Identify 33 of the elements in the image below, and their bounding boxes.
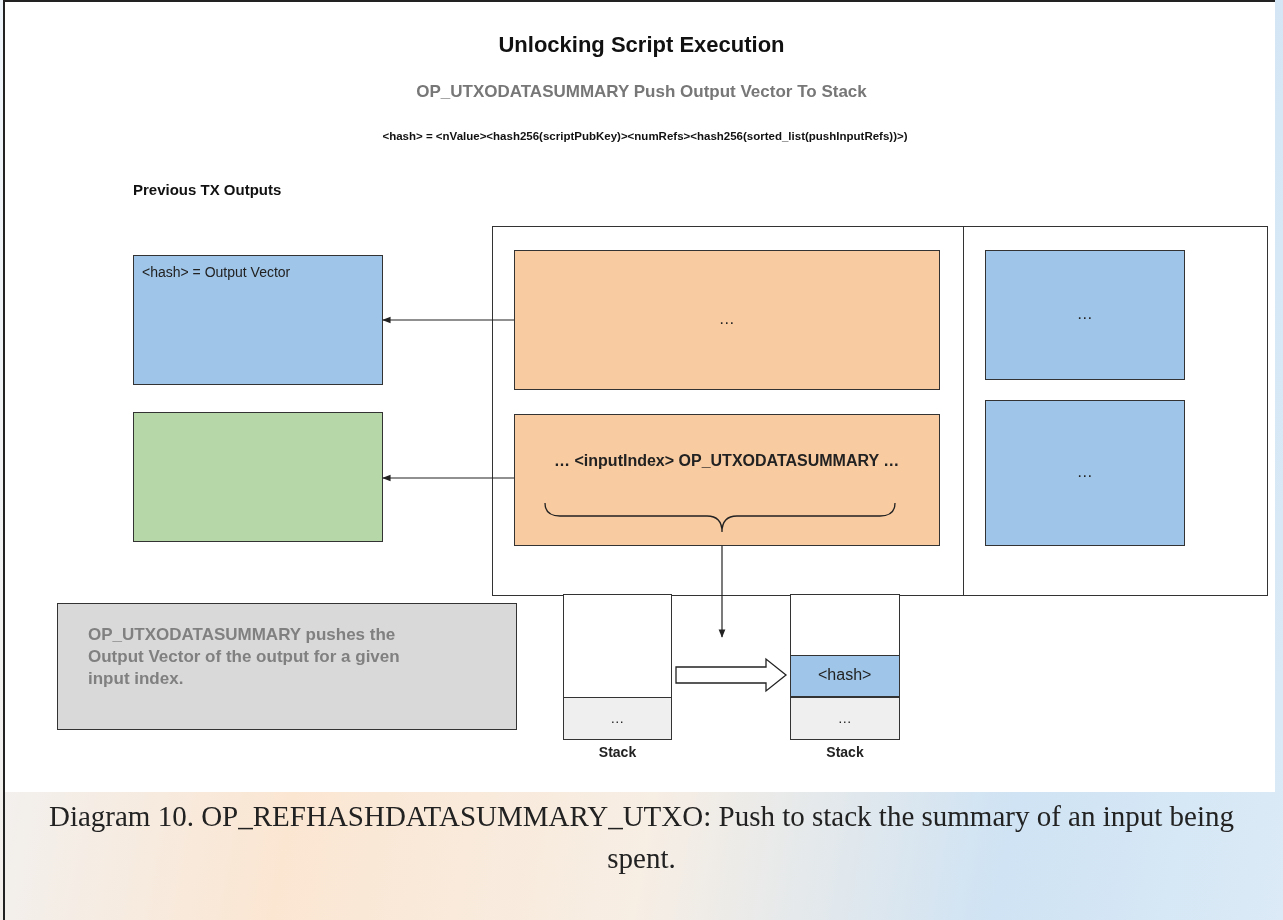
output-box bbox=[984, 399, 1185, 546]
node-text: OP_UTXODATASUMMARY pushes the Output Vector of the output for a given input index. bbox=[88, 624, 401, 691]
node-text: <hash> bbox=[817, 666, 873, 685]
node-text: … bbox=[1075, 305, 1094, 324]
arrow bbox=[718, 545, 726, 638]
stack-cell bbox=[789, 696, 900, 740]
script-box bbox=[513, 249, 940, 390]
output-box bbox=[133, 255, 383, 385]
arrow bbox=[382, 316, 515, 324]
stack-caption: Stack bbox=[597, 744, 638, 760]
node-text: … bbox=[609, 709, 626, 726]
node-text: <hash> = Output Vector bbox=[142, 264, 291, 280]
section-heading: Previous TX Outputs bbox=[133, 181, 283, 198]
subtitle: OP_UTXODATASUMMARY Push Output Vector To Stack bbox=[415, 82, 868, 102]
node-text: … bbox=[1075, 463, 1094, 482]
diagram-title: Unlocking Script Execution bbox=[497, 32, 786, 58]
block-arrow bbox=[675, 657, 788, 693]
stack-box bbox=[790, 594, 900, 740]
script-box bbox=[513, 413, 940, 546]
node-text: … bbox=[836, 709, 853, 726]
note-box bbox=[57, 603, 517, 730]
node-text: … <inputIndex> OP_UTXODATASUMMARY … bbox=[553, 452, 901, 471]
output-box bbox=[984, 249, 1185, 380]
stack-cell bbox=[562, 696, 672, 740]
formula-text: <hash> = <nValue><hash256(scriptPubKey)><numRefs><hash256(sorted_list(pushInputRefs))>) bbox=[381, 130, 909, 142]
arrow bbox=[382, 474, 515, 482]
stack-caption: Stack bbox=[825, 744, 865, 760]
node-text: … bbox=[717, 310, 736, 329]
stack-box bbox=[563, 594, 672, 740]
figure-caption: Diagram 10. OP_REFHASHDATASUMMARY_UTXO: Push to stack the summary of an input being spent. bbox=[47, 799, 1235, 877]
output-box bbox=[133, 412, 383, 542]
stack-cell bbox=[789, 654, 900, 697]
transaction-box bbox=[492, 226, 1268, 596]
